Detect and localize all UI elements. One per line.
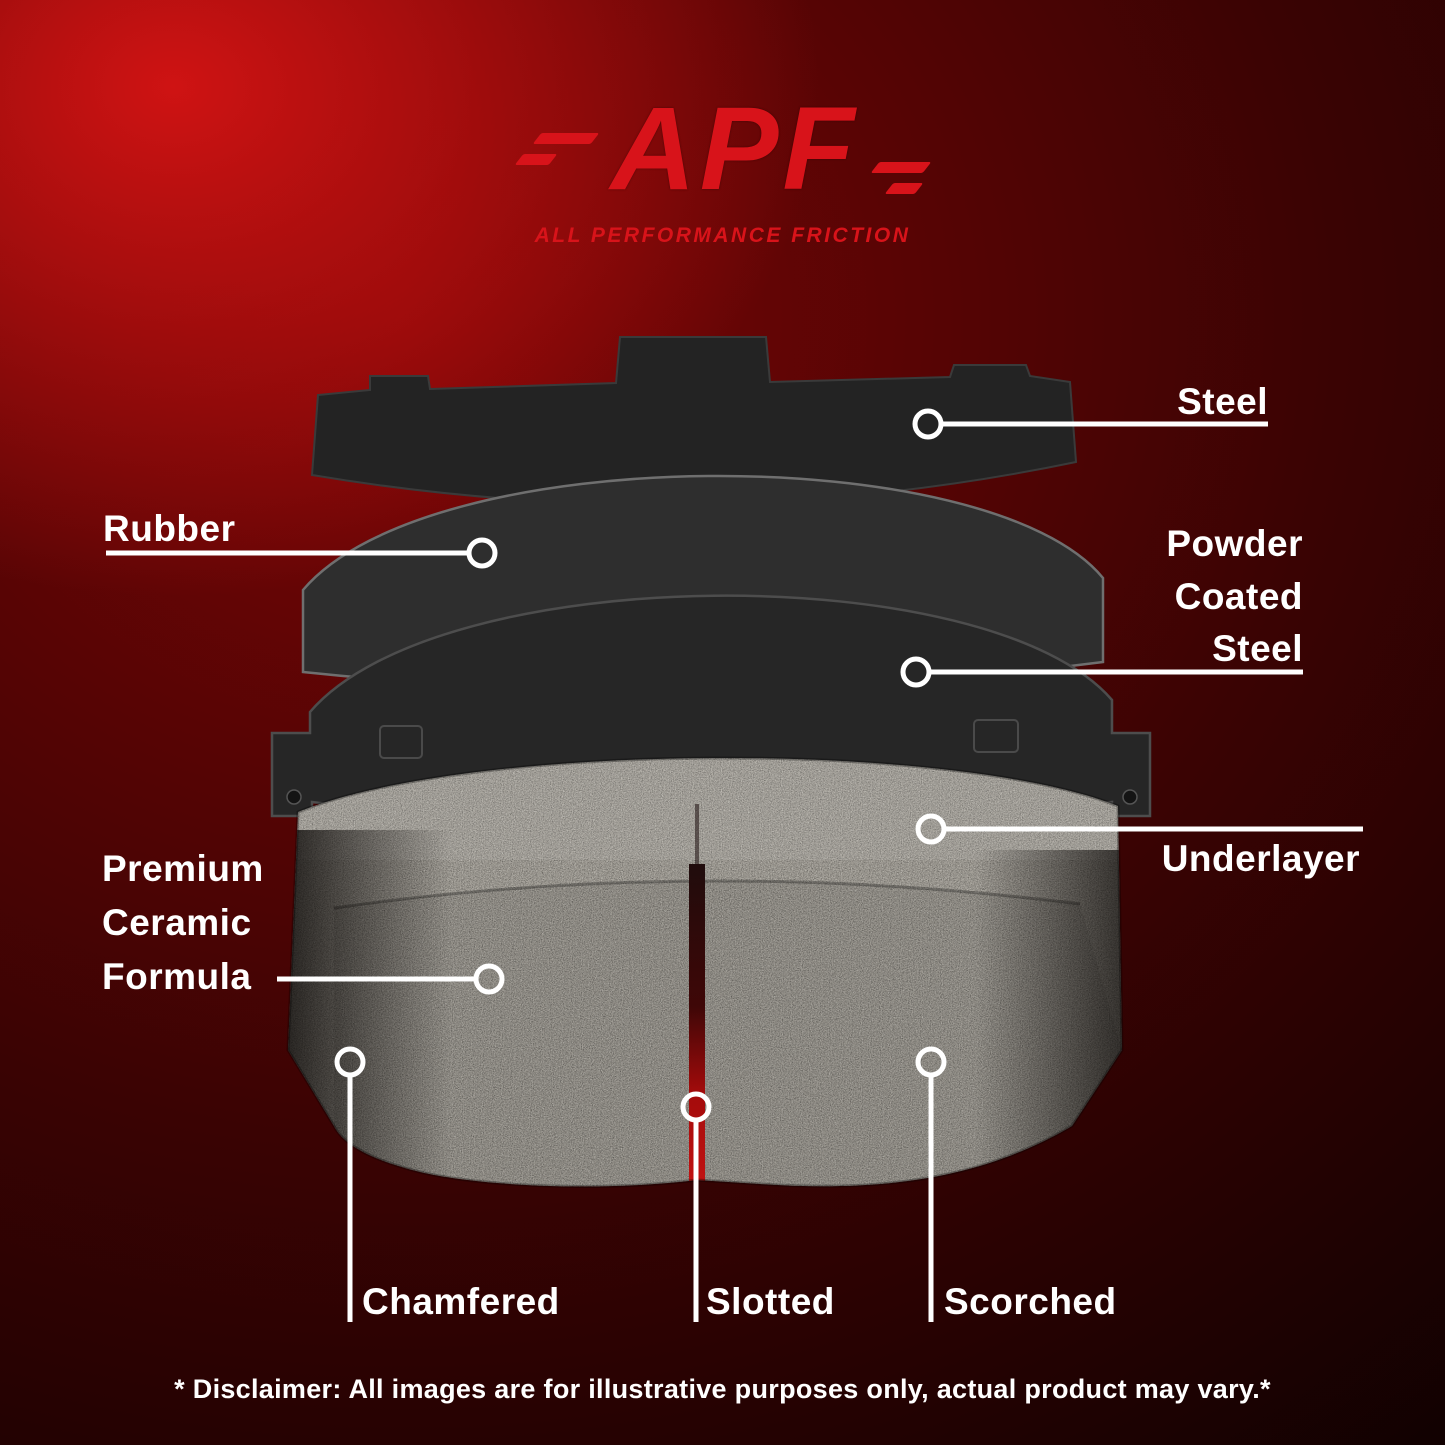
retention-tab-left: [379, 725, 423, 759]
callout-dot-steel: [912, 408, 944, 440]
ceramic-outline: [286, 756, 1124, 1188]
callout-label-scorched: Scorched: [944, 1281, 1117, 1322]
brand-logo: APF ALL PERFORMANCE FRICTION: [0, 90, 1445, 248]
logo-speed-lines-left-icon: [514, 133, 599, 165]
brand-logo-mark: APF: [514, 83, 931, 215]
callout-label-rubber: Rubber: [103, 508, 236, 549]
plate-ear-hole-right: [1122, 789, 1138, 805]
callout-dot-premium-ceramic: [473, 963, 505, 995]
callout-label-steel: Steel: [1177, 381, 1268, 422]
callout-dot-scorched: [915, 1046, 947, 1078]
callout-label-powder-coated-steel: Powder Coated Steel: [1166, 523, 1303, 670]
callout-dot-rubber: [466, 537, 498, 569]
callout-dot-underlayer: [915, 813, 947, 845]
callout-label-chamfered: Chamfered: [362, 1281, 560, 1322]
callout-dot-chamfered: [334, 1046, 366, 1078]
plate-ear-hole-left: [286, 789, 302, 805]
ceramic-pad-group: [286, 756, 1124, 1188]
logo-speed-lines-right-icon: [870, 162, 931, 194]
brand-tagline: ALL PERFORMANCE FRICTION: [534, 224, 911, 247]
callout-label-slotted: Slotted: [706, 1281, 835, 1322]
callout-lines: [106, 408, 1363, 1322]
front-face-shade: [334, 880, 1122, 1187]
callout-label-underlayer: Underlayer: [1161, 838, 1360, 879]
brand-logo-text: APF: [610, 83, 859, 215]
callout-label-premium-ceramic-formula: Premium Ceramic Formula: [102, 848, 264, 998]
retention-tab-right: [973, 719, 1019, 753]
slot-shape: [689, 864, 705, 1182]
callout-dot-slotted: [680, 1091, 712, 1123]
disclaimer-text: * Disclaimer: All images are for illustr…: [174, 1374, 1271, 1404]
callout-dot-powder: [900, 656, 932, 688]
